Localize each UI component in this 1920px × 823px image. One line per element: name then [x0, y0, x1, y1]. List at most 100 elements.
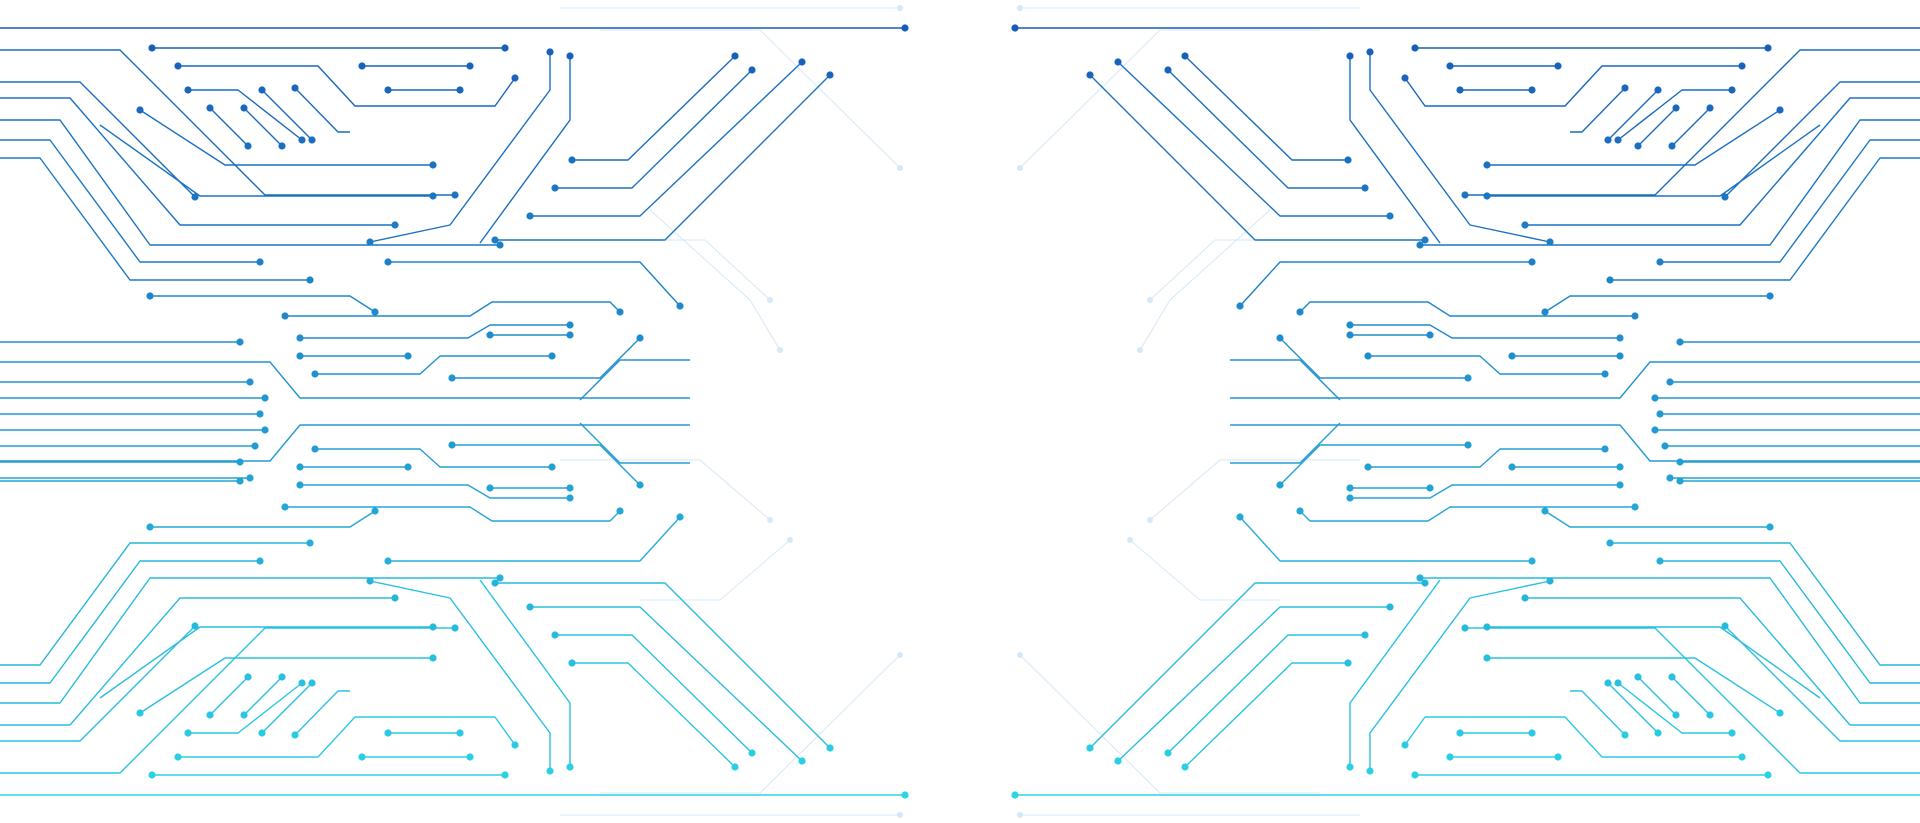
circuit-node	[278, 673, 286, 681]
circuit-node	[391, 594, 399, 602]
faint-trace-node	[1017, 165, 1023, 171]
circuit-node	[1401, 741, 1409, 749]
circuit-node	[298, 679, 306, 687]
circuit-trace	[1369, 52, 1551, 243]
circuit-node	[184, 86, 192, 94]
circuit-trace	[1570, 87, 1626, 133]
circuit-node	[1181, 763, 1189, 771]
circuit-trace	[555, 69, 753, 189]
circuit-trace	[99, 124, 433, 197]
circuit-node	[1236, 302, 1244, 310]
circuit-trace	[572, 662, 736, 768]
circuit-trace	[0, 361, 690, 399]
circuit-node	[1276, 334, 1284, 342]
circuit-trace	[1167, 634, 1365, 754]
circuit-node	[404, 463, 412, 471]
circuit-node	[1668, 673, 1676, 681]
faint-trace-node	[787, 537, 793, 543]
circuit-node	[1401, 74, 1409, 82]
circuit-node	[448, 441, 456, 449]
circuit-node	[901, 24, 909, 32]
circuit-node	[136, 106, 144, 114]
circuit-trace	[1350, 484, 1620, 499]
circuit-node	[391, 221, 399, 229]
circuit-trace	[1230, 359, 1341, 401]
circuit-trace	[452, 444, 641, 486]
circuit-node	[798, 757, 806, 765]
circuit-node	[1666, 474, 1674, 482]
circuit-node	[1386, 212, 1394, 220]
circuit-node	[429, 623, 437, 631]
circuit-node	[1661, 442, 1669, 450]
circuit-node	[1416, 574, 1424, 582]
circuit-node	[146, 292, 154, 300]
circuit-node	[296, 334, 304, 342]
circuit-node	[1483, 654, 1491, 662]
faint-trace	[1149, 459, 1360, 521]
circuit-trace	[178, 65, 516, 107]
circuit-trace	[1279, 337, 1468, 379]
circuit-trace	[1184, 662, 1348, 768]
circuit-trace	[1671, 676, 1711, 716]
circuit-node	[1621, 731, 1629, 739]
circuit-node	[1616, 334, 1624, 342]
circuit-node	[566, 321, 574, 329]
circuit-node	[551, 184, 559, 192]
circuit-node	[1386, 603, 1394, 611]
circuit-node	[148, 771, 156, 779]
circuit-trace	[1404, 65, 1742, 107]
circuit-node	[1676, 338, 1684, 346]
circuit-trace	[1404, 716, 1742, 758]
circuit-node	[366, 577, 374, 585]
circuit-node	[1721, 193, 1729, 201]
circuit-trace	[1299, 506, 1635, 522]
circuit-node	[246, 378, 254, 386]
faint-trace	[640, 539, 791, 601]
circuit-trace	[1544, 295, 1770, 313]
circuit-trace	[479, 56, 571, 244]
circuit-trace	[1637, 676, 1677, 716]
circuit-node	[456, 86, 464, 94]
circuit-node	[1541, 507, 1549, 515]
circuit-trace	[530, 606, 803, 762]
circuit-node	[566, 494, 574, 502]
circuit-node	[616, 507, 624, 515]
circuit-trace	[300, 484, 570, 499]
circuit-node	[1764, 44, 1772, 52]
circuit-node	[1764, 771, 1772, 779]
faint-trace-node	[767, 297, 773, 303]
circuit-trace	[0, 627, 455, 774]
circuit-trace	[188, 89, 303, 141]
circuit-trace	[1617, 89, 1732, 141]
circuit-node	[1346, 52, 1354, 60]
circuit-node	[636, 334, 644, 342]
circuit-node	[466, 753, 474, 761]
circuit-node	[491, 579, 499, 587]
circuit-trace	[1368, 448, 1605, 468]
circuit-trace	[1610, 542, 1920, 666]
circuit-trace	[1487, 626, 1821, 699]
circuit-node	[1616, 481, 1624, 489]
circuit-node	[1114, 58, 1122, 66]
circuit-trace	[1420, 119, 1920, 246]
circuit-node	[1421, 579, 1429, 587]
circuit-node	[1654, 729, 1662, 737]
circuit-trace	[315, 448, 552, 468]
circuit-node	[1346, 763, 1354, 771]
circuit-trace	[243, 676, 283, 716]
circuit-node	[251, 442, 259, 450]
circuit-node	[1346, 331, 1354, 339]
circuit-node	[496, 574, 504, 582]
circuit-trace	[209, 107, 249, 147]
circuit-trace	[1525, 97, 1920, 226]
circuit-trace	[1349, 579, 1441, 767]
circuit-trace	[495, 582, 831, 749]
circuit-node	[1528, 86, 1536, 94]
circuit-node	[429, 654, 437, 662]
circuit-node	[1528, 729, 1536, 737]
circuit-node	[1483, 192, 1491, 200]
circuit-trace	[1239, 516, 1532, 562]
circuit-node	[184, 729, 192, 737]
circuit-node	[281, 503, 289, 511]
